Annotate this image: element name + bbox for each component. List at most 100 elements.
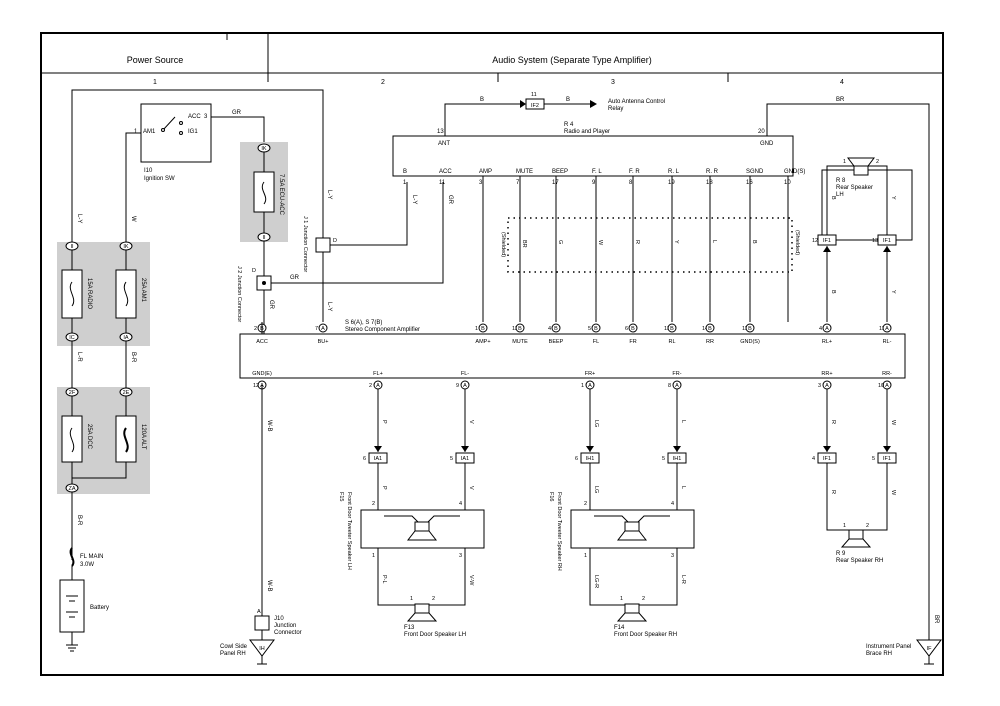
antenna-arrow <box>520 100 526 108</box>
ignition-switch <box>140 103 212 163</box>
radio-id: R 4 <box>564 122 574 128</box>
radio-wire-color: Y <box>673 240 679 244</box>
amp-bottom-pin-label: FR+ <box>585 371 596 377</box>
amp-bottom-pin-conn: A <box>885 383 889 389</box>
radio-pin-number: 8 <box>629 180 633 186</box>
conn-ia-label: IA <box>123 335 129 341</box>
radio-pin-number: 9 <box>592 180 596 186</box>
amp-top-pin-conn: A <box>321 326 325 332</box>
amp-bottom-pin-conn: A <box>463 383 467 389</box>
amp-top-pin-conn: B <box>670 326 674 332</box>
wire-color-label: LG <box>593 420 599 427</box>
amp-top-pin-conn: A <box>825 326 829 332</box>
wire-gr-radio-acc <box>271 182 444 284</box>
conn-ia1-b-pin: 5 <box>450 456 453 462</box>
amp-bottom-pin-conn: A <box>825 383 829 389</box>
wire-label-gr-radio: GR <box>447 195 453 205</box>
wire-label-ly-low: L-Y <box>326 302 332 311</box>
amp-top-pin-label: BEEP <box>549 339 564 345</box>
front-speaker-rh-name: Front Door Speaker RH <box>614 632 677 638</box>
amp-top-pin-connector <box>667 323 677 333</box>
radio-pin-number: 1 <box>403 180 407 186</box>
fuse-radio-label: 15A RADIO <box>86 278 92 309</box>
radio-pin-gnd-label: GND <box>760 141 774 147</box>
wire-color-label: L-R <box>680 575 686 584</box>
conn-ih1-a-pin: 6 <box>575 456 578 462</box>
amp-top-pin-connector <box>515 323 525 333</box>
junction-j1 <box>315 237 331 253</box>
wire-color-label: Y <box>890 196 896 200</box>
amp-top-pin-number: 6 <box>625 326 628 332</box>
ignition-id: I10 <box>144 168 153 174</box>
rear-speaker-lh-pin1: 1 <box>843 159 846 165</box>
junction-j1-label: J 1 Junction Connector <box>302 216 308 272</box>
battery-label: Battery <box>90 605 109 611</box>
wire-color-label: V-W <box>468 575 474 586</box>
wire-label-ly-left: L-Y <box>76 214 82 223</box>
speaker-pin-number: 2 <box>372 501 375 507</box>
amplifier-id: S 6(A), S 7(B) <box>345 320 382 326</box>
wire-label-ly-mid: L-Y <box>326 190 332 199</box>
fl-main-label: FL MAIN <box>80 554 103 560</box>
wire-label-ly-radio: L-Y <box>411 195 417 204</box>
wire-label-ant-b1: B <box>480 97 484 103</box>
ignition-contact-b <box>179 121 183 125</box>
radio-name: Radio and Player <box>564 129 610 135</box>
wire-fl-speaker-plus <box>377 548 415 606</box>
amp-top-pin-number: 2 <box>254 326 257 332</box>
column-label-2: 2 <box>381 79 385 86</box>
tweeter-rh-name: Front Door Tweeter Speaker RH <box>556 492 562 571</box>
ground-ih <box>249 639 275 657</box>
speaker-pin-number: 2 <box>642 596 645 602</box>
wire-label-lr: L-R <box>76 352 82 362</box>
ignition-contact-arm <box>162 116 176 131</box>
wire-label-w-left: W <box>130 216 136 222</box>
junction-j10 <box>254 615 270 631</box>
ground-inst-1: Instrument Panel <box>866 644 911 650</box>
junction-d-label-2: D <box>252 268 256 274</box>
speaker-pin-number: 1 <box>372 553 375 559</box>
amp-bottom-pin-number: 12 <box>253 383 259 389</box>
header-right-title: Audio System (Separate Type Amplifier) <box>492 55 651 65</box>
amp-top-pin-number: 11 <box>879 326 885 332</box>
radio-pin-number: 7 <box>516 180 520 186</box>
wire-color-label: B <box>830 290 836 294</box>
rear-speaker-lh-name: Rear Speaker <box>836 185 873 191</box>
amp-bottom-pin-label: FL- <box>461 371 469 377</box>
wire-fr-speaker-minus <box>639 548 678 606</box>
radio-pin-number: 3 <box>479 180 483 186</box>
conn-if1-a-pin: 4 <box>812 456 815 462</box>
conn-za-label: ZA <box>68 486 75 492</box>
tweeter-rh-id: F16 <box>548 492 554 501</box>
wire-color-label: LG-R <box>593 575 599 588</box>
antenna-relay-label-1: Auto Antenna Control <box>608 99 665 105</box>
amp-bottom-pin-number: 1 <box>581 383 584 389</box>
radio-wire-color: B <box>751 240 757 244</box>
amp-top-pin-number: 4 <box>548 326 551 332</box>
stereo-component-amplifier <box>239 333 906 379</box>
conn-if1-c-pin: 12 <box>812 238 818 244</box>
amp-top-pin-conn: B <box>748 326 752 332</box>
fuse-radio-link <box>69 281 75 307</box>
amp-bottom-pin-label: FR- <box>672 371 681 377</box>
radio-pin-label: F. R <box>629 169 640 175</box>
speaker-pin-number: 2 <box>432 596 435 602</box>
junction-j2-label: J 2 Junction Connector <box>236 266 242 322</box>
amp-top-pin-connector <box>478 323 488 333</box>
rear-speaker-rh <box>840 529 872 548</box>
wire-rr-minus-speaker <box>863 463 888 531</box>
wire-w-am1 <box>125 132 141 242</box>
amp-top-pin-conn: B <box>708 326 712 332</box>
amp-bottom-pin-number: 10 <box>878 383 884 389</box>
amp-top-pin-label: MUTE <box>512 339 528 345</box>
wire-label-gr-top: GR <box>232 110 242 116</box>
wire-arrow <box>883 446 891 452</box>
wire-arrow <box>461 446 469 452</box>
radio-pin-label: B <box>403 169 407 175</box>
ground-cowl-1: Cowl Side <box>220 644 248 650</box>
column-label-3: 3 <box>611 79 615 86</box>
junction-j10-pin: A <box>257 609 261 615</box>
